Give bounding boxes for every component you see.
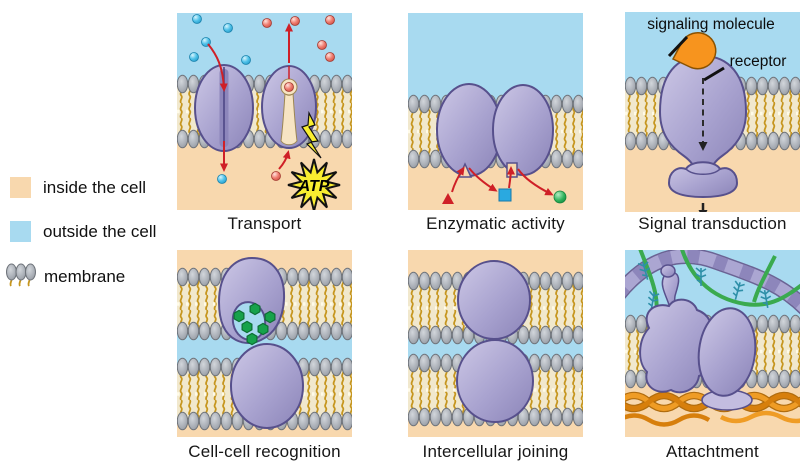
panel-intercellular-joining	[408, 250, 583, 437]
enzyme-proteins	[436, 83, 554, 178]
legend-item-membrane: membrane	[6, 263, 125, 290]
legend-item-outside-cell: outside the cell	[10, 221, 156, 242]
partner-protein	[230, 343, 304, 429]
transport-illustration: ATP	[177, 13, 352, 210]
caption-intercellular-joining: Intercellular joining	[422, 442, 569, 461]
membrane-swatch-icon	[6, 263, 36, 290]
attachment-illustration	[625, 250, 800, 437]
relay-protein	[667, 161, 739, 199]
atp-label: ATP	[298, 178, 330, 195]
pump-arrows	[278, 23, 293, 170]
panel-enzymatic-activity	[408, 13, 583, 210]
diffusion-arrows	[207, 43, 228, 172]
product-sphere	[553, 190, 567, 204]
outside-cell-swatch	[10, 221, 31, 242]
signaling-molecule-label: signaling molecule	[647, 16, 775, 33]
solute-dot-inside	[271, 171, 281, 181]
integrin-proteins	[639, 264, 757, 411]
signal-transduction-illustration: signaling molecule receptor	[625, 12, 800, 212]
energy-bolt-icon	[301, 110, 322, 159]
inside-cell-swatch	[10, 177, 31, 198]
panel-signal-transduction: signaling molecule receptor	[625, 12, 800, 212]
solute-dots-red	[262, 15, 335, 62]
legend-item-inside-cell: inside the cell	[10, 177, 146, 198]
junction-protein-bottom	[456, 339, 534, 423]
legend-label-inside-cell: inside the cell	[43, 177, 147, 197]
intercellular-joining-illustration	[408, 250, 583, 437]
solute-dots-blue	[189, 14, 251, 184]
receptor-pointer-line	[703, 66, 725, 82]
signaling-molecule-pointer-line	[667, 35, 689, 58]
reaction-arrows	[451, 166, 554, 196]
enzymatic-activity-illustration	[408, 13, 583, 210]
active-site-square-notch	[506, 162, 518, 178]
panel-attachment	[625, 250, 800, 437]
panel-transport: ATP	[177, 13, 352, 210]
caption-cell-cell-recognition: Cell-cell recognition	[188, 442, 341, 461]
substrate-square	[498, 188, 512, 202]
substrate-triangle	[442, 193, 454, 204]
caption-attachment: Attachtment	[666, 442, 759, 461]
atp-starburst: ATP	[287, 158, 341, 210]
legend-label-membrane: membrane	[44, 266, 126, 286]
panel-cell-cell-recognition	[177, 250, 352, 437]
channel-protein	[194, 64, 254, 152]
caption-enzymatic-activity: Enzymatic activity	[426, 214, 565, 233]
junction-protein-top	[457, 260, 531, 340]
cell-cell-recognition-illustration	[177, 250, 352, 437]
caption-transport: Transport	[227, 214, 302, 233]
receptor-label: receptor	[730, 53, 787, 70]
caption-signal-transduction: Signal transduction	[638, 214, 787, 233]
legend-label-outside-cell: outside the cell	[43, 221, 157, 241]
